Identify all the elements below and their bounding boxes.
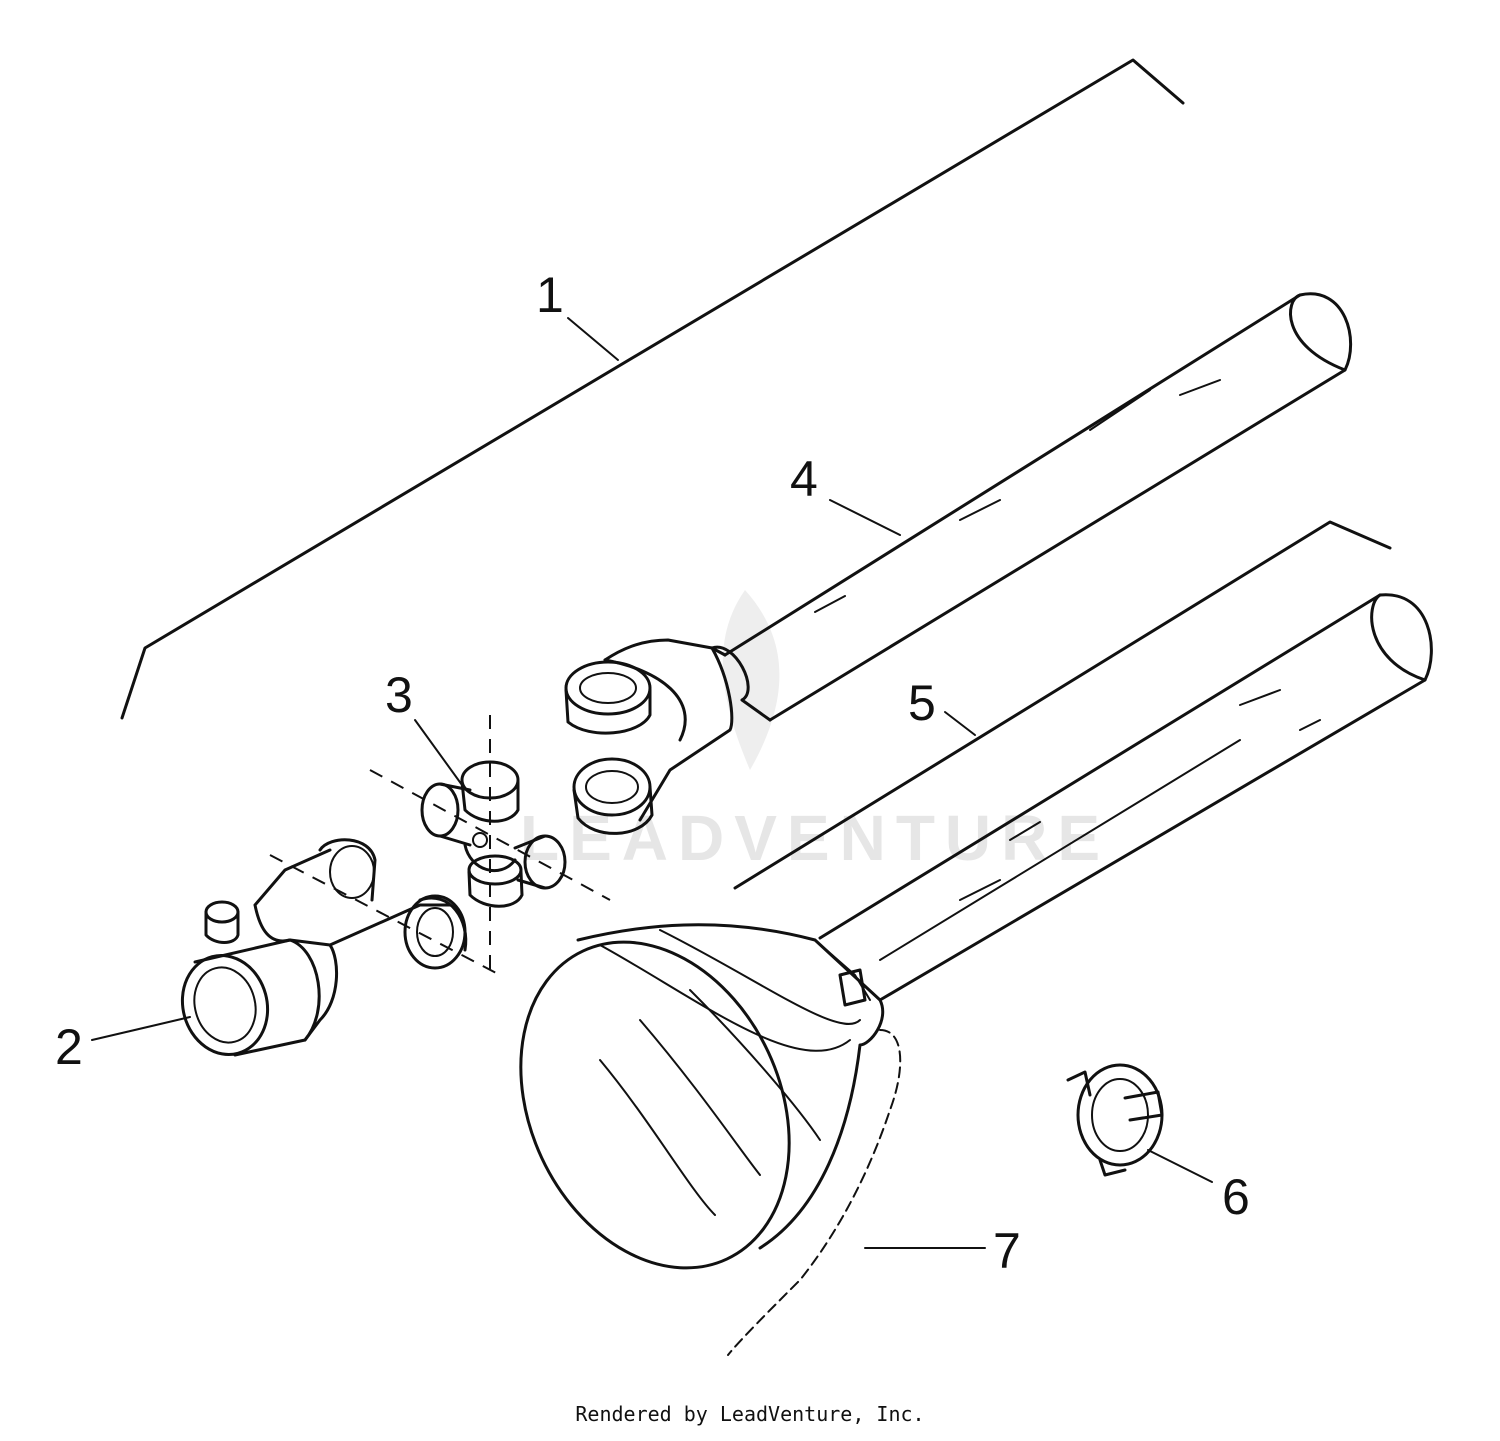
inner-shaft-tube	[564, 292, 1353, 835]
leader-line-2	[91, 1016, 191, 1041]
leader-line-1	[567, 317, 619, 361]
callout-5: 5	[908, 675, 936, 731]
leader-line-3	[414, 719, 463, 786]
callout-2: 2	[55, 1019, 83, 1075]
leader-line-6	[1147, 1149, 1213, 1183]
leader-line-4	[829, 499, 901, 536]
callout-3: 3	[385, 667, 413, 723]
assembly-bracket-1	[120, 58, 1185, 720]
callout-4: 4	[790, 451, 818, 507]
assembly-bracket-5	[733, 520, 1392, 890]
cross-bearing-kit	[369, 715, 611, 970]
clamp-ring	[1066, 1063, 1164, 1177]
callout-7: 7	[993, 1223, 1021, 1279]
render-credit: Rendered by LeadVenture, Inc.	[575, 1402, 925, 1426]
callout-6: 6	[1222, 1169, 1250, 1225]
leader-line-5	[944, 711, 976, 736]
callout-1: 1	[536, 267, 564, 323]
yoke-spline-hub	[180, 838, 501, 1057]
safety-shield-cone	[519, 923, 902, 1356]
outer-shaft-tube	[818, 593, 1433, 1002]
